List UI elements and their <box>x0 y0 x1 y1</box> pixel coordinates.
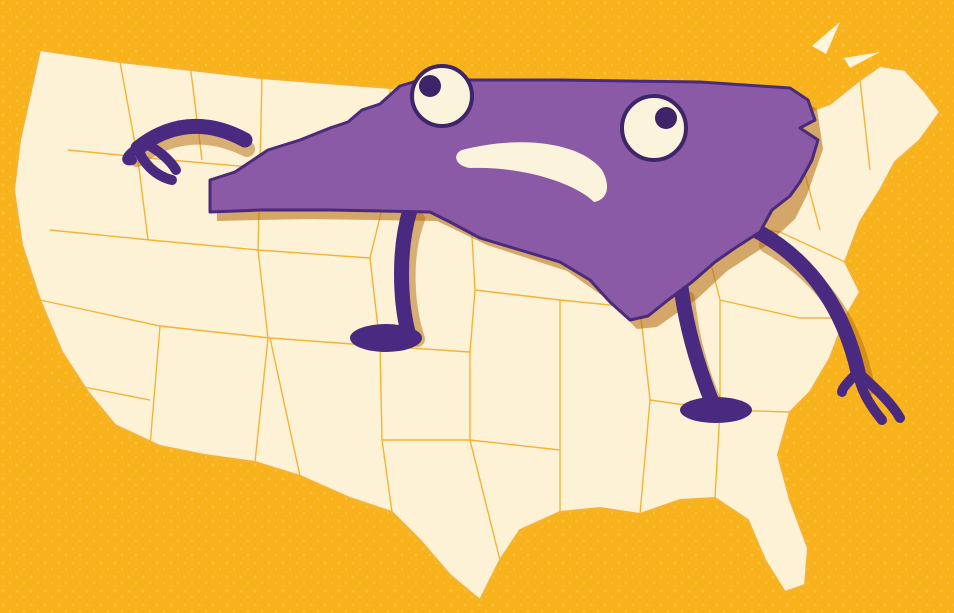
right-eye <box>620 94 688 162</box>
right-leg <box>672 272 720 410</box>
character-mouth <box>456 142 608 202</box>
right-arm <box>747 222 866 380</box>
left-arm <box>130 118 253 156</box>
left-leg <box>394 202 418 340</box>
left-eye <box>410 64 474 128</box>
motion-marks-icon <box>812 22 880 68</box>
right-foot <box>680 397 752 423</box>
character-eyes <box>410 64 688 162</box>
right-pupil <box>655 107 677 129</box>
left-pupil <box>419 75 441 97</box>
character-limbs <box>122 118 905 425</box>
left-foot <box>350 324 422 352</box>
